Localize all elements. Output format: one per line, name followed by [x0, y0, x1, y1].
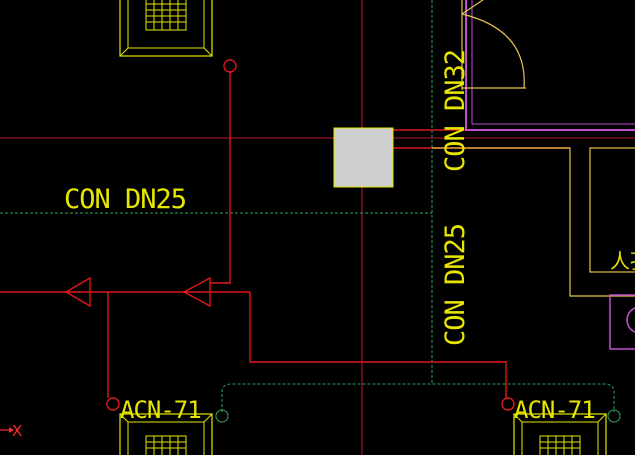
room-outline-lower [432, 147, 635, 297]
label-con-dn25-horizontal[interactable]: CON DN25 [64, 184, 187, 215]
ucs-icon: X [0, 422, 22, 440]
label-room-text: 人孔 [610, 249, 635, 273]
label-acn-right[interactable]: ACN-71 [514, 396, 596, 424]
label-con-dn25-vertical[interactable]: CON DN25 [440, 224, 471, 346]
pipe-run-right-unit[interactable] [249, 292, 507, 398]
fixture-outline [609, 294, 635, 350]
wall-outline-inner [471, 0, 635, 125]
architectural-outlines [432, 0, 635, 350]
fan-coil-unit-top[interactable] [119, 0, 213, 57]
condensate-pipes[interactable] [0, 0, 621, 423]
fan-coil-unit-left[interactable] [119, 413, 213, 455]
manhole-room-outline [589, 147, 635, 273]
wall-outline-outer [465, 0, 635, 131]
fan-coil-unit-right[interactable] [513, 413, 607, 455]
pipe-connector-right-icon [501, 397, 515, 411]
drain-connection-left-icon [215, 409, 229, 423]
fixture-circle-icon [626, 307, 635, 333]
label-acn-left[interactable]: ACN-71 [120, 396, 202, 424]
pipe-reducer-left-icon [64, 276, 91, 308]
door-leaf-icon [461, 0, 484, 15]
condensate-pipe-bottom-loop[interactable] [221, 383, 615, 412]
ucs-x-label: X [12, 422, 22, 440]
pipe-connector-left-icon [106, 397, 120, 411]
junction-box[interactable] [333, 127, 394, 188]
door-swing-arc-icon [461, 13, 525, 89]
label-con-dn32-vertical[interactable]: CON DN32 [440, 50, 471, 172]
drain-connection-right-icon [607, 409, 621, 423]
pipe-branch-top-unit[interactable] [210, 72, 231, 284]
pipe-reducer-right-icon [182, 276, 211, 308]
